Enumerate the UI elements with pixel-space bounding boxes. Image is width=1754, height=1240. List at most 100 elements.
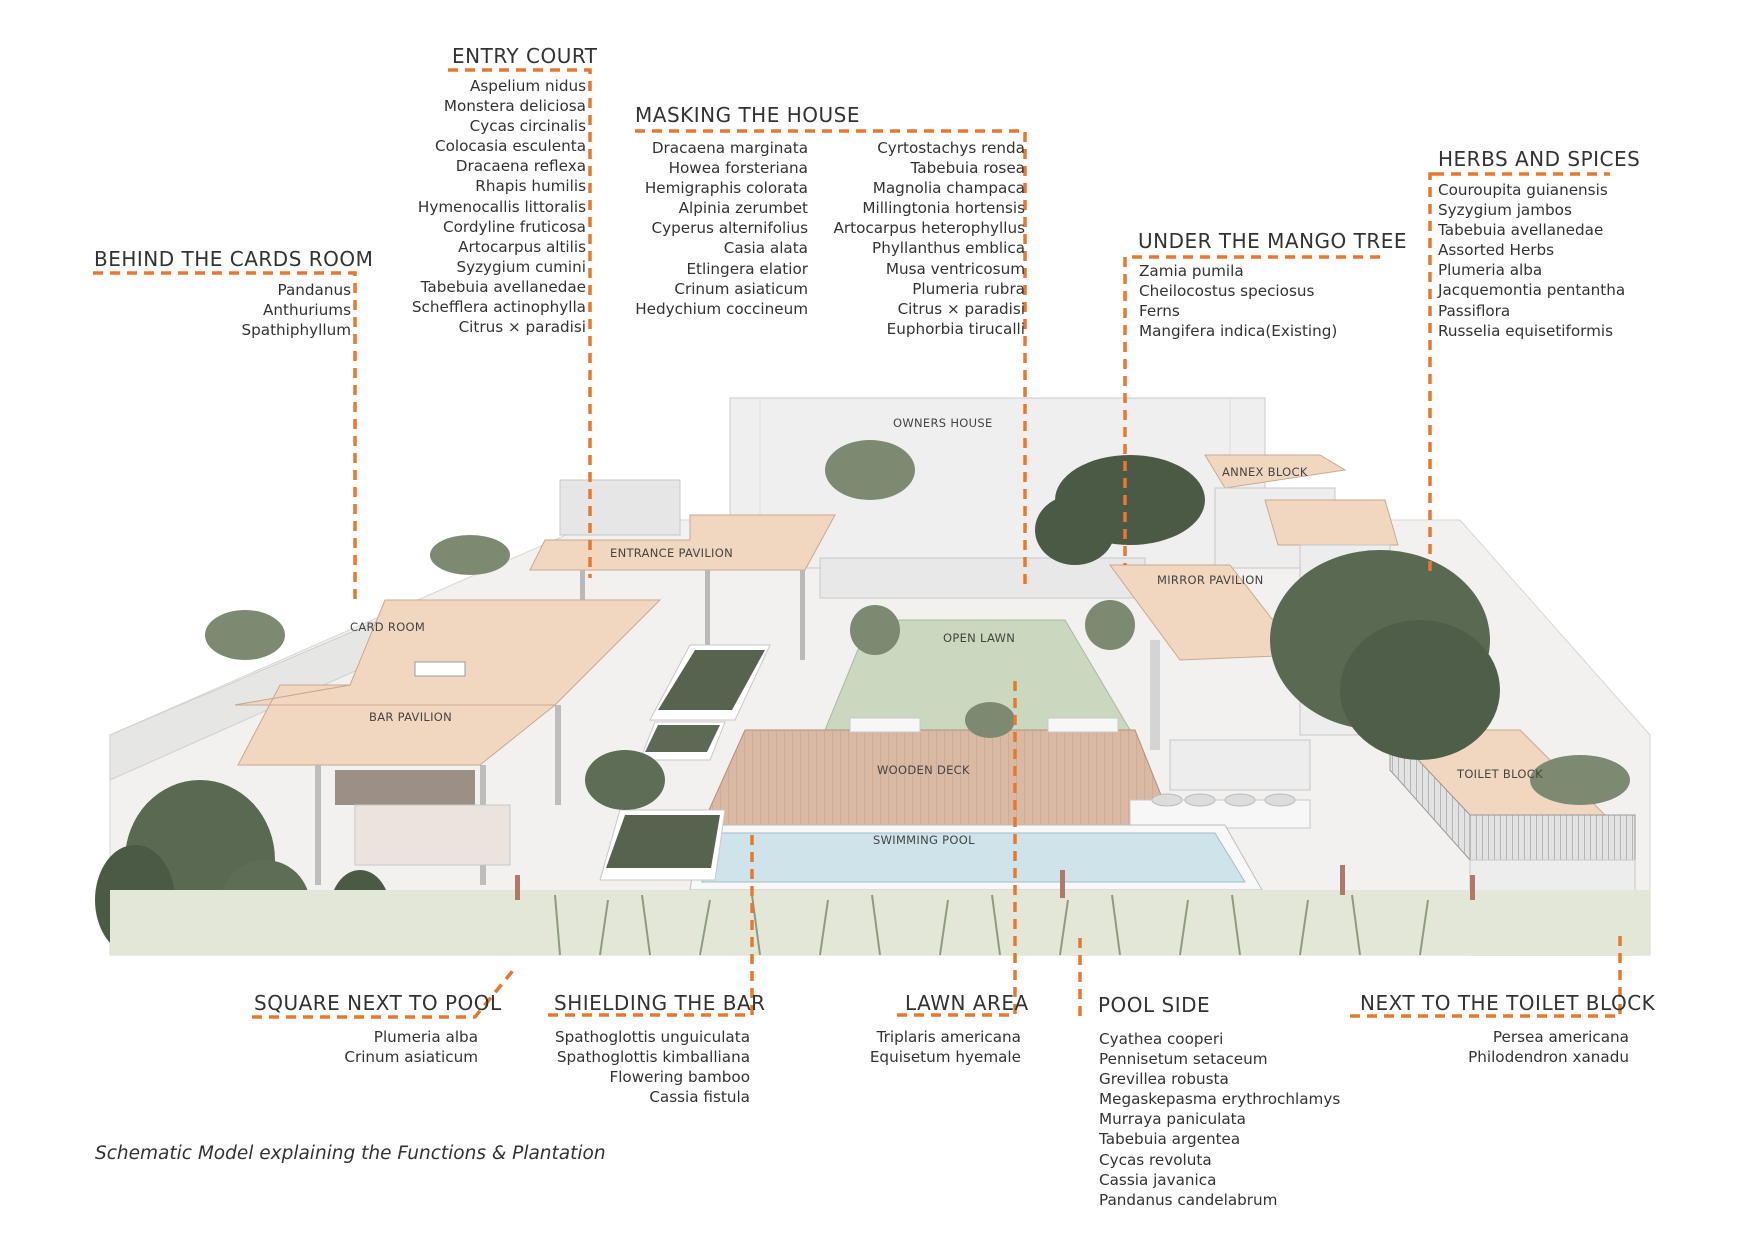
- list-item: Monstera deliciosa: [443, 97, 586, 116]
- list-item: Couroupita guianensis: [1438, 181, 1608, 199]
- toilet-block-label: TOILET BLOCK: [1457, 767, 1543, 781]
- list-item: Spathoglottis unguiculata: [555, 1028, 750, 1046]
- list-item: Spathiphyllum: [241, 321, 351, 340]
- figure-caption: Schematic Model explaining the Functions…: [95, 1143, 606, 1164]
- square-next-to-pool-plants: Plumeria alba Crinum asiaticum: [344, 1027, 478, 1067]
- open-lawn-label: OPEN LAWN: [943, 631, 1016, 645]
- under-the-mango-tree-title: UNDER THE MANGO TREE: [1138, 229, 1408, 253]
- lawn-area-title: LAWN AREA: [905, 991, 1029, 1015]
- list-item: Anthuriums: [262, 301, 351, 320]
- list-item: Cordyline fruticosa: [443, 217, 586, 236]
- front-grasses: [110, 890, 1650, 955]
- list-item: Crinum asiaticum: [344, 1048, 478, 1067]
- list-item: Pennisetum setaceum: [1099, 1050, 1268, 1069]
- herbs-and-spices-title: HERBS AND SPICES: [1438, 147, 1641, 171]
- masking-the-house-title: MASKING THE HOUSE: [635, 103, 860, 127]
- list-item: Flowering bamboo: [609, 1068, 750, 1087]
- list-item: Philodendron xanadu: [1468, 1048, 1629, 1067]
- list-item: Schefflera actinophylla: [411, 298, 586, 317]
- list-item: Tabebuia rosea: [910, 159, 1025, 178]
- behind-the-cards-room-title: BEHIND THE CARDS ROOM: [94, 247, 374, 271]
- list-item: Howea forsteriana: [668, 159, 808, 178]
- list-item: Cheilocostus speciosus: [1139, 282, 1315, 301]
- list-item: Mangifera indica(Existing): [1139, 322, 1338, 341]
- list-item: Assorted Herbs: [1438, 241, 1555, 260]
- list-item: Dracaena reflexa: [455, 157, 586, 176]
- list-item: Colocasia esculenta: [434, 137, 586, 156]
- list-item: Crinum asiaticum: [674, 279, 808, 298]
- wooden-deck: [699, 729, 1176, 831]
- list-item: Euphorbia tirucalli: [886, 319, 1025, 338]
- list-item: Plumeria alba: [373, 1028, 478, 1046]
- list-item: Millingtonia hortensis: [862, 199, 1025, 218]
- list-item: Syzygium cumini: [456, 257, 586, 276]
- list-item: Plumeria alba: [1438, 261, 1543, 280]
- list-item: Murraya paniculata: [1099, 1110, 1246, 1129]
- entry-court-title: ENTRY COURT: [452, 44, 598, 68]
- entry-court-plants: Aspelium nidus Monstera deliciosa Cycas …: [412, 76, 586, 337]
- list-item: Russelia equisetiformis: [1438, 321, 1614, 340]
- next-to-the-toilet-block-title: NEXT TO THE TOILET BLOCK: [1360, 991, 1656, 1015]
- list-item: Ferns: [1139, 302, 1180, 321]
- list-item: Cyperus alternifolius: [651, 219, 808, 238]
- list-item: Passiflora: [1438, 301, 1511, 320]
- pool-side-plants: Cyathea cooperi Pennisetum setaceum Grev…: [1099, 1029, 1340, 1210]
- list-item: Jacquemontia pentantha: [1438, 281, 1626, 300]
- list-item: Magnolia champaca: [872, 179, 1025, 198]
- list-item: Triplaris americana: [876, 1028, 1021, 1046]
- list-item: Hedychium coccineum: [635, 299, 808, 318]
- masking-the-house-plants-left: Dracaena marginata Howea forsteriana Hem…: [635, 138, 808, 319]
- list-item: Citrus × paradisi: [897, 299, 1025, 318]
- square-next-to-pool-title: SQUARE NEXT TO POOL: [254, 991, 502, 1015]
- swimming-pool-label: SWIMMING POOL: [873, 833, 975, 847]
- list-item: Hymenocallis littoralis: [417, 197, 586, 216]
- list-item: Etlingera elatior: [686, 259, 808, 278]
- list-item: Citrus × paradisi: [458, 318, 586, 337]
- shielding-the-bar-plants: Spathoglottis unguiculata Spathoglottis …: [555, 1027, 750, 1107]
- list-item: Hemigraphis colorata: [644, 179, 808, 198]
- list-item: Dracaena marginata: [651, 139, 808, 157]
- list-item: Grevillea robusta: [1099, 1070, 1229, 1089]
- list-item: Cassia javanica: [1099, 1170, 1217, 1189]
- owners-house-label: OWNERS HOUSE: [893, 416, 993, 430]
- list-item: Phyllanthus emblica: [872, 239, 1025, 258]
- list-item: Tabebuia avellanedae: [420, 277, 586, 296]
- list-item: Persea americana: [1492, 1028, 1629, 1046]
- list-item: Syzygium jambos: [1438, 201, 1572, 220]
- list-item: Cyrtostachys renda: [877, 139, 1025, 157]
- bar-pavilion-label: BAR PAVILION: [369, 710, 453, 724]
- list-item: Cycas circinalis: [469, 117, 586, 136]
- annex-block-roof: [1204, 454, 1347, 489]
- behind-the-cards-room-plants: Pandanus Anthuriums Spathiphyllum: [241, 280, 351, 340]
- list-item: Casia alata: [723, 239, 808, 258]
- next-to-the-toilet-block-plants: Persea americana Philodendron xanadu: [1468, 1027, 1629, 1067]
- mirror-pavilion-label: MIRROR PAVILION: [1157, 573, 1264, 587]
- list-item: Alpinia zerumbet: [678, 199, 808, 218]
- herbs-and-spices-plants: Couroupita guianensis Syzygium jambos Ta…: [1438, 180, 1625, 341]
- list-item: Artocarpus heterophyllus: [833, 219, 1026, 238]
- entrance-pavilion-label: ENTRANCE PAVILION: [610, 546, 733, 560]
- shielding-the-bar-title: SHIELDING THE BAR: [554, 991, 766, 1015]
- list-item: Spathoglottis kimballiana: [556, 1048, 750, 1067]
- list-item: Cyathea cooperi: [1099, 1030, 1224, 1048]
- lawn-area-plants: Triplaris americana Equisetum hyemale: [870, 1027, 1021, 1067]
- list-item: Tabebuia argentea: [1099, 1130, 1241, 1149]
- list-item: Rhapis humilis: [475, 177, 586, 196]
- list-item: Musa ventricosum: [885, 259, 1025, 278]
- entrance-pavilion-roof: [529, 514, 836, 571]
- list-item: Pandanus candelabrum: [1099, 1190, 1278, 1209]
- under-the-mango-tree-plants: Zamia pumila Cheilocostus speciosus Fern…: [1139, 261, 1337, 341]
- list-item: Artocarpus altilis: [458, 237, 586, 256]
- list-item: Plumeria rubra: [912, 279, 1025, 298]
- list-item: Aspelium nidus: [470, 77, 586, 95]
- pool-side-title: POOL SIDE: [1098, 993, 1211, 1017]
- wooden-deck-label: WOODEN DECK: [877, 763, 970, 777]
- card-room-label: CARD ROOM: [350, 620, 426, 634]
- list-item: Tabebuia avellanedae: [1438, 221, 1604, 240]
- list-item: Cassia fistula: [649, 1088, 750, 1107]
- list-item: Zamia pumila: [1139, 262, 1244, 280]
- list-item: Cycas revoluta: [1099, 1150, 1212, 1169]
- annex-block-label: ANNEX BLOCK: [1222, 465, 1308, 479]
